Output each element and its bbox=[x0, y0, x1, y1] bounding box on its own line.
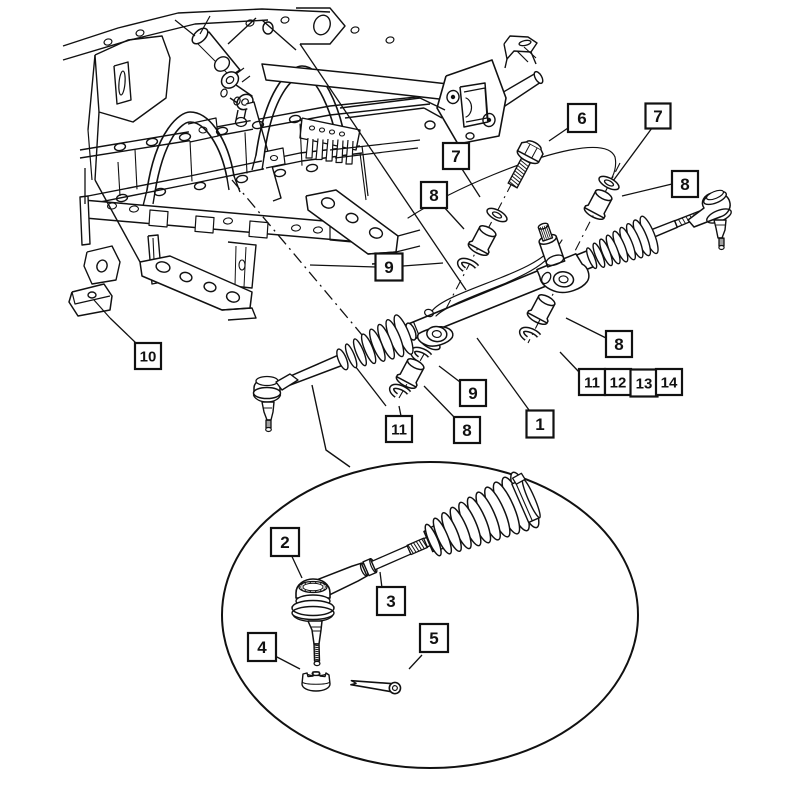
svg-text:1: 1 bbox=[535, 415, 544, 434]
svg-text:13: 13 bbox=[636, 375, 653, 392]
svg-text:5: 5 bbox=[429, 629, 438, 648]
svg-text:10: 10 bbox=[140, 348, 157, 365]
svg-text:8: 8 bbox=[462, 421, 471, 440]
svg-text:11: 11 bbox=[391, 421, 407, 438]
svg-text:8: 8 bbox=[614, 335, 623, 354]
svg-text:9: 9 bbox=[384, 258, 393, 277]
svg-text:3: 3 bbox=[386, 592, 395, 611]
svg-text:12: 12 bbox=[610, 374, 627, 391]
svg-text:2: 2 bbox=[280, 533, 289, 552]
svg-text:9: 9 bbox=[468, 384, 477, 403]
svg-text:8: 8 bbox=[680, 175, 689, 194]
svg-text:11: 11 bbox=[584, 374, 600, 391]
svg-text:14: 14 bbox=[661, 374, 678, 391]
svg-text:4: 4 bbox=[257, 638, 267, 657]
svg-text:8: 8 bbox=[429, 186, 438, 205]
svg-text:7: 7 bbox=[653, 107, 662, 126]
svg-text:7: 7 bbox=[451, 147, 460, 166]
svg-text:6: 6 bbox=[577, 109, 586, 128]
